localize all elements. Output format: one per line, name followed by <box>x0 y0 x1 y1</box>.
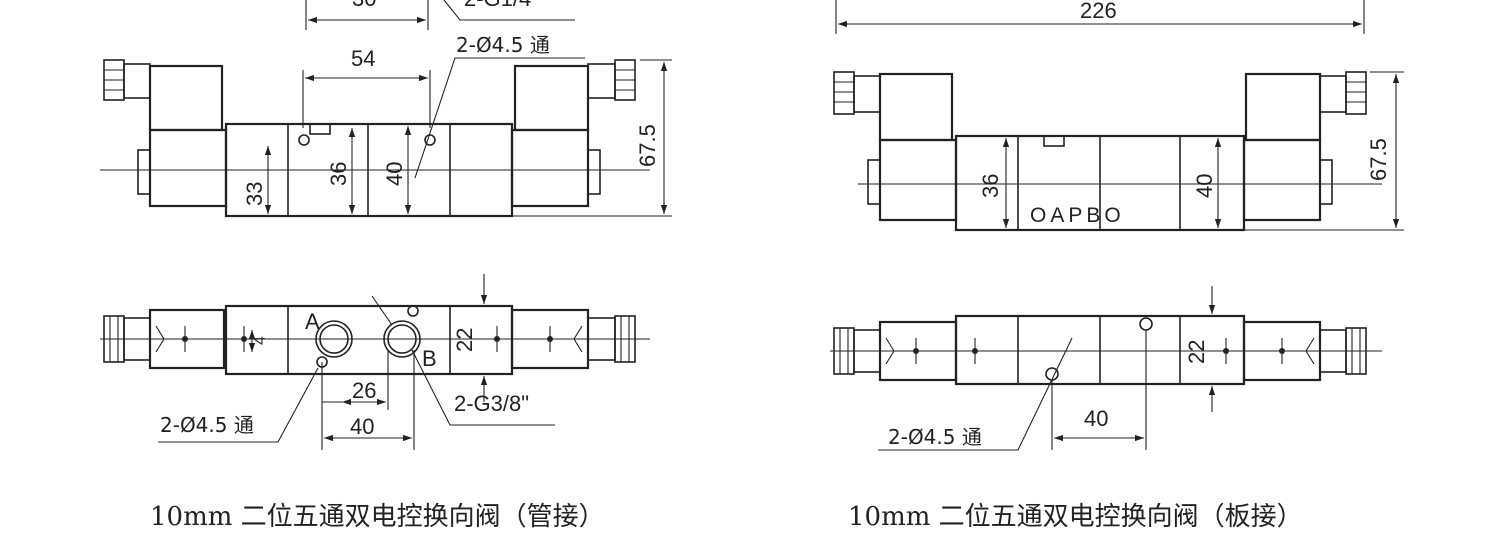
right-dim-22: 22 <box>1184 340 1209 364</box>
right-dim-226: 226 <box>1080 0 1117 23</box>
left-dim-54: 54 <box>351 46 375 71</box>
right-bottom-view: 22 40 2-Ø4.5 通 <box>830 286 1382 451</box>
left-dim-4: 4 <box>252 336 269 345</box>
left-top-hole-label: 2-Ø4.5 通 <box>456 33 550 57</box>
left-dim-40-bottom: 40 <box>350 414 374 439</box>
right-dim-36: 36 <box>978 174 1003 198</box>
right-dim-67-5: 67.5 <box>1366 138 1391 181</box>
left-dim-22: 22 <box>452 328 477 352</box>
right-bottom-hole-label: 2-Ø4.5 通 <box>888 425 982 449</box>
left-dim-26: 26 <box>352 378 376 403</box>
left-label-g14: 2-G1/4 <box>464 0 531 11</box>
left-bottom-view: A B 4 22 26 40 2-G3/8" 2-Ø4.5 通 <box>100 274 650 450</box>
right-dim-40-top: 40 <box>1192 174 1217 198</box>
right-dim-40-bottom: 40 <box>1084 406 1108 431</box>
left-dim-36: 36 <box>326 162 351 186</box>
left-dim-top-cut: 30 <box>352 0 376 11</box>
left-dim-67-5: 67.5 <box>635 124 660 167</box>
left-bottom-hole-label: 2-Ø4.5 通 <box>160 413 254 437</box>
left-top-view: 30 2-G1/4 54 2-Ø4.5 通 <box>100 0 672 218</box>
left-dim-33: 33 <box>242 182 267 206</box>
right-port-labels: OAPBO <box>1030 204 1125 227</box>
left-dim-40-top: 40 <box>382 162 407 186</box>
left-caption: 10mm 二位五通双电控换向阀（管接） <box>150 502 605 532</box>
left-label-g38: 2-G3/8" <box>454 391 529 416</box>
left-port-a: A <box>305 309 320 334</box>
right-caption: 10mm 二位五通双电控换向阀（板接） <box>848 502 1303 532</box>
left-port-b: B <box>422 346 437 371</box>
right-top-view: 226 OAPBO 67.5 36 <box>833 0 1404 232</box>
